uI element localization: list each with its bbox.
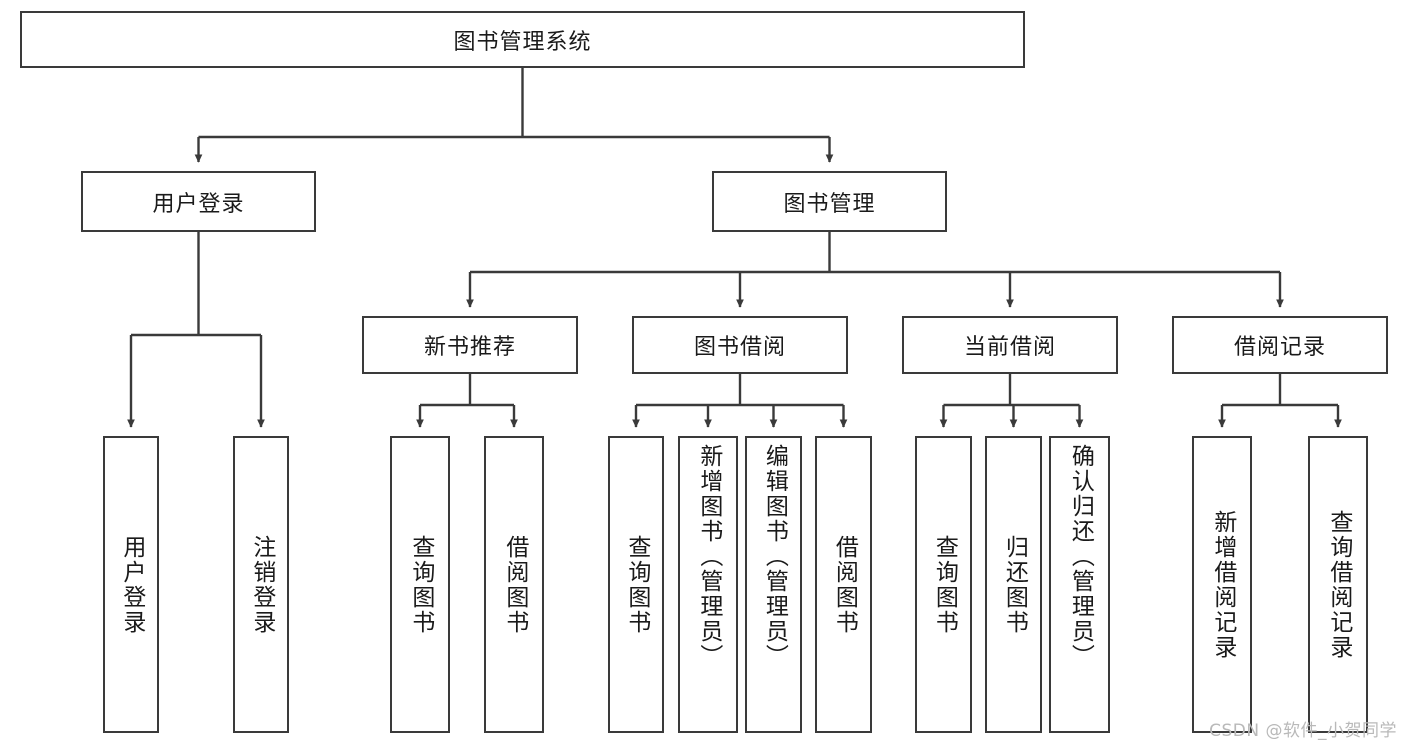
node-label: 借阅图书 bbox=[831, 534, 858, 635]
node-leaf-b-edit[interactable]: 编辑图书（管理员） bbox=[745, 436, 802, 733]
node-label: 查询图书 bbox=[931, 534, 958, 635]
node-label: 新增图书（管理员） bbox=[695, 444, 722, 669]
node-label: 注销登录 bbox=[248, 534, 275, 635]
node-l3-new[interactable]: 新书推荐 bbox=[362, 316, 578, 374]
node-l3-record[interactable]: 借阅记录 bbox=[1172, 316, 1388, 374]
node-label: 图书管理 bbox=[783, 191, 876, 217]
node-label: 图书管理系统 bbox=[453, 29, 592, 55]
node-label: 用户登录 bbox=[118, 534, 145, 635]
node-leaf-r-query[interactable]: 查询借阅记录 bbox=[1308, 436, 1368, 733]
node-label: 新增借阅记录 bbox=[1209, 509, 1236, 660]
node-label: 用户登录 bbox=[152, 191, 245, 217]
node-label: 借阅图书 bbox=[501, 534, 528, 635]
node-leaf-c-return[interactable]: 归还图书 bbox=[985, 436, 1042, 733]
node-leaf-new-borrow[interactable]: 借阅图书 bbox=[484, 436, 544, 733]
node-label: 图书借阅 bbox=[693, 335, 786, 360]
node-l3-borrow[interactable]: 图书借阅 bbox=[632, 316, 848, 374]
node-label: 借阅记录 bbox=[1233, 335, 1326, 360]
node-label: 查询借阅记录 bbox=[1325, 509, 1352, 660]
node-label: 查询图书 bbox=[623, 534, 650, 635]
node-leaf-c-query[interactable]: 查询图书 bbox=[915, 436, 972, 733]
node-label: 查询图书 bbox=[407, 534, 434, 635]
node-leaf-r-add[interactable]: 新增借阅记录 bbox=[1192, 436, 1252, 733]
node-leaf-b-borrow[interactable]: 借阅图书 bbox=[815, 436, 872, 733]
node-l3-current[interactable]: 当前借阅 bbox=[902, 316, 1118, 374]
node-label: 归还图书 bbox=[1001, 534, 1028, 635]
node-l2-book[interactable]: 图书管理 bbox=[712, 171, 947, 232]
node-leaf-user-logout[interactable]: 注销登录 bbox=[233, 436, 289, 733]
node-label: 确认归还（管理员） bbox=[1067, 444, 1094, 669]
node-leaf-b-query[interactable]: 查询图书 bbox=[608, 436, 664, 733]
node-leaf-c-confirm[interactable]: 确认归还（管理员） bbox=[1049, 436, 1110, 733]
watermark-text: CSDN @软件_小贺同学 bbox=[1209, 721, 1397, 741]
node-leaf-user-login[interactable]: 用户登录 bbox=[103, 436, 159, 733]
node-leaf-new-query[interactable]: 查询图书 bbox=[390, 436, 450, 733]
node-root[interactable]: 图书管理系统 bbox=[20, 11, 1025, 68]
node-label: 新书推荐 bbox=[423, 335, 516, 360]
node-label: 当前借阅 bbox=[963, 335, 1056, 360]
node-label: 编辑图书（管理员） bbox=[761, 444, 788, 669]
node-leaf-b-add[interactable]: 新增图书（管理员） bbox=[678, 436, 738, 733]
node-l2-user[interactable]: 用户登录 bbox=[81, 171, 316, 232]
